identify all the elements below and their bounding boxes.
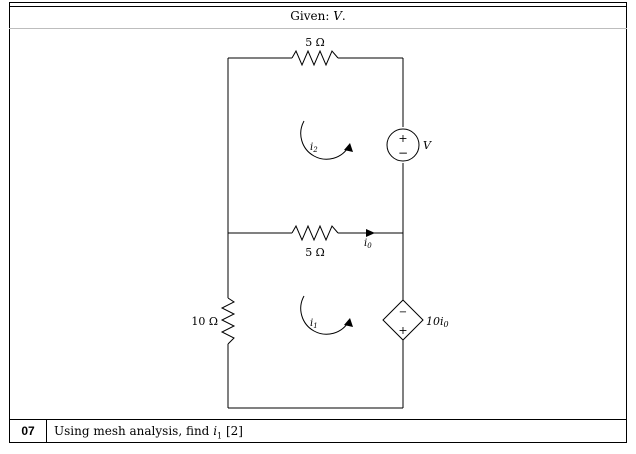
top-resistor — [291, 49, 339, 67]
mesh-arrow-bottom — [300, 295, 350, 335]
bottom-rule — [9, 419, 627, 420]
mesh-top-var: i — [310, 142, 313, 153]
mesh-arrow-top — [300, 120, 350, 160]
question-marks: [2] — [225, 424, 243, 438]
middle-resistor-label: 5 Ω — [305, 246, 325, 259]
given-suffix: . — [341, 9, 346, 23]
mesh-top-sub: 2 — [312, 146, 318, 154]
left-resistor — [220, 297, 236, 345]
mesh-bottom-label: i1 — [310, 318, 318, 330]
dep-label-sub: 0 — [444, 320, 449, 329]
current-arrow-icon — [366, 229, 375, 237]
given-line: Given: V. — [9, 7, 627, 28]
voltage-source-label: V — [423, 139, 432, 152]
dep-label-main: 10i — [426, 315, 444, 328]
question-target-var: i — [213, 424, 218, 438]
dep-plus: + — [398, 324, 407, 337]
given-variable: V — [333, 9, 342, 23]
question-text: Using mesh analysis, find i1 [2] — [54, 420, 243, 442]
left-resistor-label: 10 Ω — [191, 315, 218, 328]
top-resistor-label: 5 Ω — [305, 36, 325, 49]
given-prefix: Given: — [290, 9, 334, 23]
question-prefix: Using mesh analysis, find — [54, 424, 214, 438]
source-plus: + — [398, 132, 407, 145]
top-rule — [9, 6, 627, 7]
mesh-top-arrowhead-icon — [344, 143, 353, 152]
middle-resistor — [291, 224, 339, 242]
dependent-source — [382, 299, 424, 341]
mesh-bottom-arrowhead-icon — [344, 318, 353, 327]
current-label: i0 — [364, 238, 372, 250]
mesh-top-label: i2 — [310, 142, 318, 154]
voltage-source — [386, 128, 420, 162]
current-label-sub: 0 — [367, 242, 372, 250]
question-target-sub: 1 — [217, 431, 223, 441]
dependent-source-label: 10i0 — [426, 315, 449, 329]
question-frame — [9, 2, 627, 443]
source-minus: − — [398, 146, 408, 160]
current-label-var: i — [364, 238, 367, 249]
question-number: 07 — [10, 420, 47, 442]
mesh-bottom-sub: 1 — [313, 322, 317, 330]
given-divider — [9, 28, 627, 29]
dep-minus: − — [399, 307, 407, 318]
mesh-bottom-var: i — [310, 318, 313, 329]
